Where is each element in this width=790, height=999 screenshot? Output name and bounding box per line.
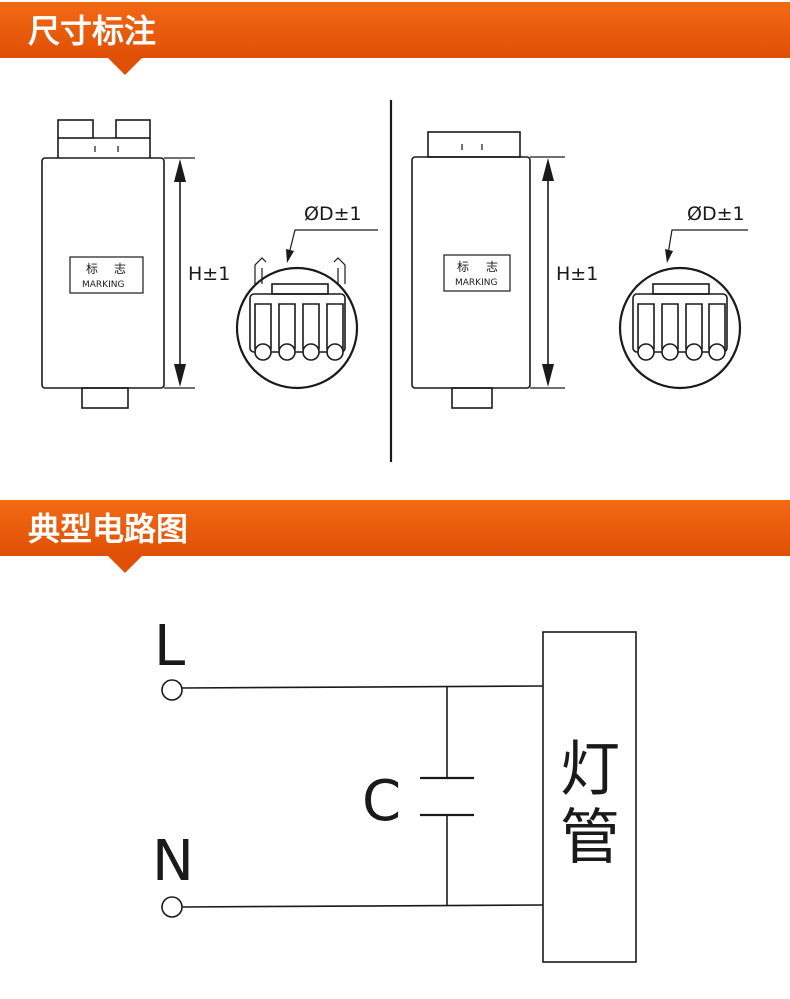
top-terminal: [57, 119, 151, 158]
top-view: ØD±1: [235, 203, 378, 390]
terminal-bar: [652, 283, 710, 295]
arrow-down-icon: [174, 364, 186, 387]
top-view: ØD±1: [618, 203, 748, 390]
top-terminal: [427, 131, 521, 158]
label-char-1: 标: [86, 262, 98, 276]
capacitor-body: [41, 157, 165, 389]
dimensions-section-header: 尺寸标注: [0, 2, 790, 75]
marking-label: 标 志 MARKING: [69, 256, 144, 294]
terminal-slots: [254, 303, 344, 361]
arrow-down-icon: [542, 364, 554, 387]
height-dimension: H±1: [530, 156, 598, 389]
label-char-2: 志: [486, 260, 498, 274]
label-marking: MARKING: [455, 278, 497, 288]
leader-arrow-icon: [286, 249, 294, 263]
can-outline-circle: [235, 266, 359, 390]
marking-label: 标 志 MARKING: [443, 254, 511, 292]
section-title-circuit: 典型电路图: [28, 510, 188, 548]
height-dimension: H±1: [164, 157, 230, 389]
terminal-frame: [249, 293, 346, 353]
terminal-n-label: N: [152, 829, 194, 894]
lamp-tube-box: [542, 631, 637, 963]
lamp-char-2: 管: [560, 803, 620, 873]
can-outline-circle: [618, 266, 742, 390]
arrow-up-icon: [542, 158, 554, 181]
header-band: [0, 500, 790, 556]
capacitor-label: C: [362, 769, 401, 834]
leader-arrow-icon: [665, 249, 673, 263]
diameter-label: ØD±1: [304, 203, 362, 225]
bottom-stud: [451, 387, 493, 409]
section-title-dimensions: 尺寸标注: [28, 12, 156, 50]
header-band: [0, 2, 790, 58]
circuit-section-header: 典型电路图: [0, 500, 790, 573]
diameter-leader: [288, 229, 378, 255]
terminal-frame: [632, 293, 728, 353]
label-char-1: 标: [457, 260, 469, 274]
left-capacitor-drawing: 标 志 MARKING H±1 ØD±1: [41, 119, 378, 409]
right-capacitor-drawing: 标 志 MARKING H±1 ØD±1: [411, 131, 748, 409]
capacitor-body: [411, 156, 531, 389]
height-label: H±1: [188, 263, 230, 285]
lamp-char-1: 灯: [560, 735, 620, 805]
header-pointer: [108, 556, 142, 573]
header-pointer: [108, 58, 142, 75]
label-marking: MARKING: [82, 280, 124, 290]
lead-wire-right: [333, 257, 346, 284]
diameter-label: ØD±1: [687, 203, 745, 225]
wire-n: [181, 904, 544, 908]
terminal-bar: [271, 283, 329, 295]
terminal-l-label: L: [154, 614, 185, 679]
label-char-2: 志: [114, 262, 126, 276]
typical-circuit: L N C 灯 管: [152, 614, 637, 963]
terminal-n-circle: [161, 896, 183, 918]
arrow-up-icon: [174, 159, 186, 182]
diameter-leader: [667, 229, 748, 255]
wire-l: [181, 685, 544, 689]
terminal-l-circle: [161, 679, 183, 701]
bottom-stud: [81, 387, 129, 409]
terminal-slots: [637, 303, 726, 361]
capacitor-symbol: [420, 687, 474, 906]
lead-wire-left: [254, 257, 267, 284]
height-label: H±1: [556, 263, 598, 285]
